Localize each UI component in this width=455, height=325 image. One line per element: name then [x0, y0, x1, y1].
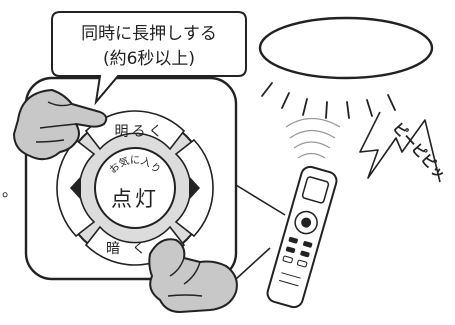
trailing-period-mark: 。	[2, 181, 18, 200]
instruction-callout: 同時に長押しする (約6秒以上)	[51, 11, 247, 106]
signal-waves	[285, 117, 341, 159]
favorite-light-button[interactable]	[94, 147, 176, 229]
triangle-left-icon	[70, 176, 81, 200]
light-on-label: 点灯	[111, 187, 159, 211]
dimmer-label: 暗く	[106, 241, 158, 257]
upper-hand-pressing	[13, 89, 108, 161]
button-ring: お気に入り 点灯 明るく 暗く	[56, 110, 214, 266]
ceiling-light	[258, 16, 434, 119]
favorite-label: お気に入り	[107, 154, 163, 176]
callout-text-line2: (約6秒以上)	[103, 49, 195, 69]
beep-sound-burst: ピーピピッ	[359, 111, 448, 183]
lower-hand-pressing	[148, 238, 238, 313]
callout-text-line1: 同時に長押しする	[81, 24, 217, 44]
handheld-remote	[266, 165, 338, 309]
brighter-button[interactable]	[84, 110, 186, 151]
triangle-right-icon	[189, 176, 200, 200]
brighter-label: 明るく	[115, 124, 166, 140]
